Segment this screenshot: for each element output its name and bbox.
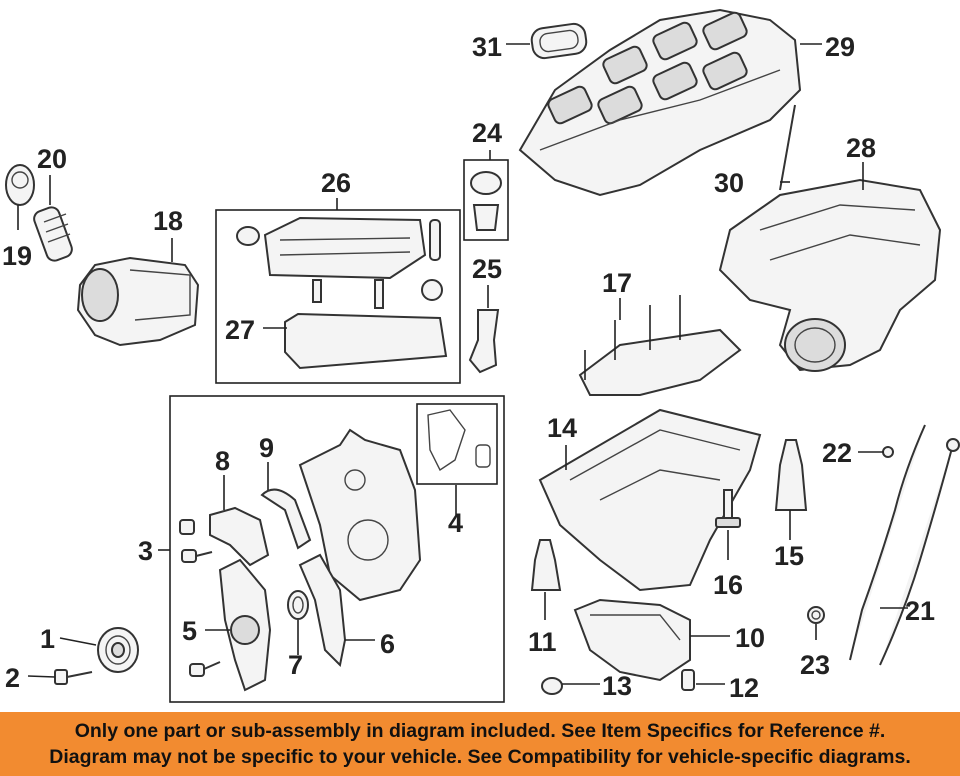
callout-4: 4 bbox=[448, 508, 463, 538]
callout-12: 12 bbox=[729, 673, 759, 703]
valve-cover-group-frame bbox=[215, 209, 461, 384]
engine-parts-diagram: 31 29 24 30 28 26 20 19 18 25 17 27 14 2… bbox=[2, 8, 960, 703]
callout-13: 13 bbox=[602, 671, 632, 701]
part-19-filter-cap bbox=[5, 164, 35, 206]
callout-8: 8 bbox=[215, 446, 230, 476]
part-11-sealant bbox=[530, 539, 562, 591]
callout-10: 10 bbox=[735, 623, 765, 653]
callout-31: 31 bbox=[472, 32, 502, 62]
part-10-lower-oil-pan bbox=[573, 598, 691, 682]
callout-labels: 31 29 24 30 28 26 20 19 18 25 17 27 14 2… bbox=[2, 32, 935, 703]
callout-29: 29 bbox=[825, 32, 855, 62]
callout-17: 17 bbox=[602, 268, 632, 298]
part-30-stud bbox=[779, 104, 796, 191]
part-28-lower-intake-manifold bbox=[718, 178, 942, 372]
disclaimer-line-1: Only one part or sub-assembly in diagram… bbox=[74, 720, 886, 742]
bolt-detail bbox=[179, 519, 221, 677]
part-26-valve-cover bbox=[236, 216, 443, 309]
callout-2: 2 bbox=[5, 663, 20, 693]
part-24-cap-assembly bbox=[463, 159, 509, 241]
callout-21: 21 bbox=[905, 596, 935, 626]
part-15-sealant bbox=[774, 439, 808, 511]
part-31-gasket bbox=[530, 22, 588, 60]
callout-6: 6 bbox=[380, 629, 395, 659]
timing-cover bbox=[298, 428, 422, 602]
part-25-tube bbox=[468, 309, 500, 374]
part-23-o-ring bbox=[807, 606, 825, 624]
part-1-pulley bbox=[97, 627, 139, 673]
part-4-gasket-set bbox=[427, 409, 491, 472]
callout-27: 27 bbox=[225, 315, 255, 345]
callout-9: 9 bbox=[259, 433, 274, 463]
part-17-windage-tray bbox=[578, 295, 742, 396]
part-2-bolt bbox=[54, 669, 93, 685]
timing-cover-group-frame bbox=[169, 395, 505, 703]
callout-14: 14 bbox=[547, 413, 577, 443]
disclaimer-line-2: Diagram may not be specific to your vehi… bbox=[49, 746, 911, 768]
callout-3: 3 bbox=[138, 536, 153, 566]
callout-19: 19 bbox=[2, 241, 32, 271]
part-27-valve-cover-gasket bbox=[284, 312, 448, 370]
callout-1: 1 bbox=[40, 624, 55, 654]
part-9-gasket bbox=[260, 488, 312, 550]
part-13-drain-plug bbox=[541, 677, 563, 695]
part-21-dipstick bbox=[879, 438, 960, 666]
part-6-gasket bbox=[298, 553, 347, 668]
callout-28: 28 bbox=[846, 133, 876, 163]
part-8-housing bbox=[209, 506, 270, 567]
callout-5: 5 bbox=[182, 616, 197, 646]
callout-11: 11 bbox=[528, 627, 557, 657]
callout-20: 20 bbox=[37, 144, 67, 174]
callout-7: 7 bbox=[288, 650, 303, 680]
callout-23: 23 bbox=[800, 650, 830, 680]
part-18-filter-housing bbox=[76, 256, 200, 347]
callout-30: 30 bbox=[714, 168, 744, 198]
callout-24: 24 bbox=[472, 118, 502, 148]
part-20-filter-element bbox=[33, 206, 73, 262]
callout-16: 16 bbox=[713, 570, 743, 600]
part-5-water-pump bbox=[218, 558, 272, 692]
gasket-set-frame bbox=[416, 403, 498, 485]
callout-22: 22 bbox=[822, 438, 852, 468]
part-16-bolt bbox=[715, 489, 741, 528]
part-12-sensor bbox=[681, 669, 695, 691]
leader-lines bbox=[17, 43, 908, 685]
callout-15: 15 bbox=[774, 541, 804, 571]
part-7-seal bbox=[287, 590, 309, 620]
part-29-upper-intake-manifold bbox=[518, 8, 802, 197]
callout-25: 25 bbox=[472, 254, 502, 284]
part-22-dipstick-tube bbox=[849, 424, 926, 661]
callout-18: 18 bbox=[153, 206, 183, 236]
callout-26: 26 bbox=[321, 168, 351, 198]
part-14-oil-pan bbox=[538, 408, 762, 592]
disclaimer-banner: Only one part or sub-assembly in diagram… bbox=[0, 712, 960, 776]
